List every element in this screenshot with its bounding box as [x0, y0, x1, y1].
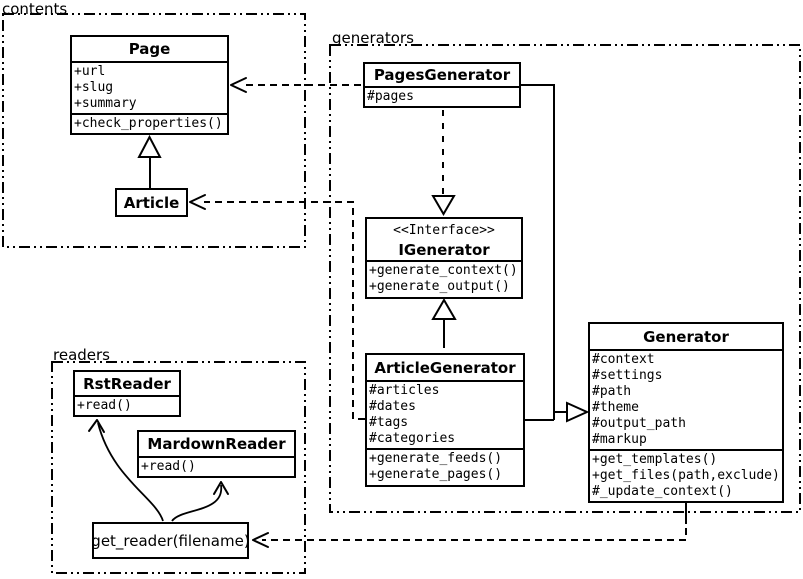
attribute: +slug: [74, 80, 114, 95]
class-page: Page +url +slug +summary +check_properti…: [70, 35, 229, 135]
class-articlegenerator-attributes: #articles #dates #tags #categories: [367, 380, 523, 448]
class-generator-methods: +get_templates() +get_files(path,exclude…: [590, 449, 782, 501]
method: +generate_output(): [369, 279, 510, 294]
package-label-readers: readers: [53, 346, 110, 364]
method: +read(): [77, 398, 132, 413]
method: +get_templates(): [592, 452, 718, 467]
function-box-get-reader: get_reader(filename): [91, 522, 250, 559]
attribute: +summary: [74, 96, 137, 111]
method: +generate_pages(): [369, 467, 503, 482]
class-pagesgenerator: PagesGenerator #pages: [363, 62, 521, 108]
class-page-methods: +check_properties(): [72, 113, 227, 133]
attribute: #dates: [369, 399, 416, 414]
class-articlegenerator-methods: +generate_feeds() +generate_pages(): [367, 448, 523, 484]
method: +generate_context(): [369, 263, 518, 278]
method: #_update_context(): [592, 484, 733, 499]
attribute: #categories: [369, 431, 456, 446]
method: +check_properties(): [74, 116, 223, 131]
method: +generate_feeds(): [369, 451, 503, 466]
attribute: #markup: [592, 432, 647, 447]
attribute: #context: [592, 352, 655, 367]
attribute: #path: [592, 384, 632, 399]
package-label-generators: generators: [332, 29, 414, 47]
attribute: #articles: [369, 383, 440, 398]
dependency-arrow-generator-getreader: [252, 503, 687, 548]
inheritance-arrow-article-page: [137, 134, 162, 188]
method: +read(): [141, 459, 196, 474]
class-article: Article: [115, 188, 188, 217]
inheritance-arrow-articlegenerator-igenerator: [431, 298, 457, 348]
class-igenerator-methods: +generate_context() +generate_output(): [367, 260, 521, 296]
class-igenerator: <<Interface>> IGenerator +generate_conte…: [365, 217, 523, 299]
realization-arrow-pagesgenerator-igenerator: [431, 110, 456, 216]
class-mardownreader-title: MardownReader: [147, 435, 286, 453]
attribute: #settings: [592, 368, 663, 383]
arrow-getreader-mardownreader: [171, 481, 229, 522]
class-rstreader-methods: +read(): [75, 395, 179, 415]
class-rstreader: RstReader +read(): [73, 370, 181, 417]
class-mardownreader: MardownReader +read(): [137, 430, 296, 478]
class-pagesgenerator-title: PagesGenerator: [373, 66, 511, 84]
attribute: +url: [74, 64, 106, 79]
class-generator-title: Generator: [643, 327, 729, 346]
package-label-contents: contents: [2, 0, 68, 18]
class-generator-attributes: #context #settings #path #theme #output_…: [590, 349, 782, 449]
class-page-title: Page: [128, 40, 171, 58]
attribute: #tags: [369, 415, 409, 430]
inheritance-arrow-generators-generator: [520, 84, 590, 423]
method: +get_files(path,exclude): [592, 468, 780, 483]
class-articlegenerator-title: ArticleGenerator: [374, 358, 516, 377]
class-rstreader-title: RstReader: [83, 374, 171, 393]
class-generator: Generator #context #settings #path #them…: [588, 322, 784, 503]
class-article-title: Article: [123, 193, 180, 212]
dependency-arrow-articlegenerator-article: [189, 194, 365, 420]
class-igenerator-title: IGenerator: [398, 240, 490, 259]
attribute: #output_path: [592, 416, 686, 431]
class-articlegenerator: ArticleGenerator #articles #dates #tags …: [365, 353, 525, 487]
class-page-attributes: +url +slug +summary: [72, 61, 227, 113]
attribute: #pages: [367, 89, 414, 104]
attribute: #theme: [592, 400, 639, 415]
class-mardownreader-methods: +read(): [139, 456, 294, 476]
class-igenerator-stereotype: <<Interface>>: [393, 223, 495, 238]
dependency-arrow-pagesgenerator-page: [230, 77, 363, 93]
class-pagesgenerator-attributes: #pages: [365, 86, 519, 106]
